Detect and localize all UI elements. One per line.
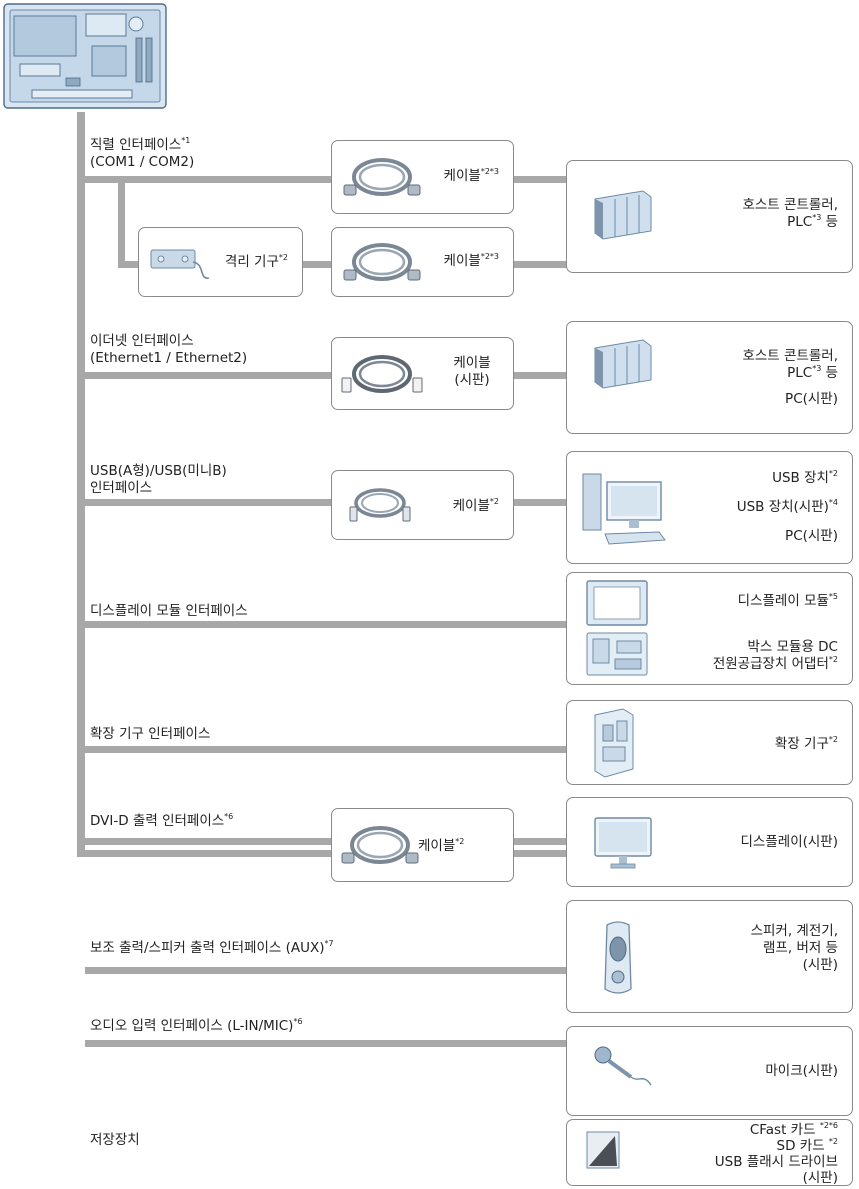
dvi-device-box: 디스플레이(시판) [566, 797, 853, 887]
serial-device-box: 호스트 콘트롤러, PLC*3 등 [566, 160, 853, 273]
aux-interface-label: 보조 출력/스피커 출력 인터페이스 (AUX)*7 [90, 939, 334, 957]
serial-branch-line [85, 176, 333, 183]
memory-card-icon [586, 1131, 620, 1169]
aux-branch-line [85, 967, 568, 974]
usb-interface-label: USB(A형)/USB(미니B) 인터페이스 [90, 463, 227, 496]
expansion-unit-icon [594, 708, 634, 778]
dvi-cable-box: 케이블*2 [331, 808, 514, 882]
storage-interface-label: 저장장치 [90, 1132, 140, 1148]
ethernet-cable-box: 케이블 (시판) [331, 337, 514, 410]
speaker-icon [604, 921, 632, 994]
storage-branch-line [77, 850, 568, 857]
isolation-unit-box: 격리 기구*2 [138, 227, 303, 297]
expansion-branch-line [85, 746, 568, 753]
dvi-branch-line-2 [512, 838, 568, 845]
dc-power-adapter-icon [586, 632, 648, 676]
ethernet-interface-label: 이더넷 인터페이스 (Ethernet1 / Ethernet2) [90, 333, 248, 366]
cable-coil-icon [349, 488, 411, 522]
dvi-branch-line [85, 838, 333, 845]
ethernet-branch-line-2 [512, 372, 568, 379]
display-module-branch-line [85, 621, 568, 628]
usb-branch-line [85, 499, 333, 506]
serial-sub-line-2 [302, 261, 332, 268]
audio-branch-line [85, 1040, 568, 1047]
serial-cable-box-1: 케이블*2*3 [331, 140, 514, 214]
isolation-unit-icon [150, 249, 210, 279]
cable-coil-icon [343, 158, 421, 196]
hmi-rear-panel-icon [3, 3, 167, 109]
main-trunk-line [77, 112, 85, 857]
display-icon [586, 580, 648, 626]
serial-sub-vertical-line [118, 183, 125, 268]
microphone-icon [594, 1046, 652, 1086]
cable-coil-icon [343, 243, 421, 281]
pc-monitor-icon [582, 473, 666, 545]
display-icon [594, 817, 652, 869]
audio-interface-label: 오디오 입력 인터페이스 (L-IN/MIC)*6 [90, 1017, 303, 1035]
display-module-device-box: 디스플레이 모듈*5 박스 모듈용 DC 전원공급장치 어댑터*2 [566, 572, 853, 685]
ethernet-branch-line [85, 372, 333, 379]
storage-device-box: CFast 카드 *2*6 SD 카드 *2 USB 플래시 드라이브 (시판) [566, 1119, 853, 1186]
serial-cable-box-2: 케이블*2*3 [331, 227, 514, 297]
expansion-device-box: 확장 기구*2 [566, 700, 853, 785]
serial-branch-line-2 [512, 176, 568, 183]
cable-coil-icon [341, 355, 423, 393]
aux-device-box: 스피커, 계전기, 램프, 버저 등 (시판) [566, 900, 853, 1013]
plc-controller-icon [594, 339, 652, 389]
usb-branch-line-2 [512, 499, 568, 506]
usb-cable-box: 케이블*2 [331, 470, 514, 540]
plc-controller-icon [594, 190, 652, 240]
cable-coil-icon [341, 826, 419, 864]
serial-interface-label: 직렬 인터페이스*1 (COM1 / COM2) [90, 136, 195, 171]
serial-sub-line-3 [512, 261, 568, 268]
ethernet-device-box: 호스트 콘트롤러, PLC*3 등 PC(시판) [566, 321, 853, 434]
dvi-interface-label: DVI-D 출력 인터페이스*6 [90, 812, 234, 830]
serial-sub-line [118, 261, 140, 268]
usb-device-box: USB 장치*2 USB 장치(시판)*4 PC(시판) [566, 451, 853, 564]
expansion-interface-label: 확장 기구 인터페이스 [90, 726, 211, 742]
display-module-interface-label: 디스플레이 모듈 인터페이스 [90, 603, 248, 619]
audio-device-box: 마이크(시판) [566, 1026, 853, 1116]
